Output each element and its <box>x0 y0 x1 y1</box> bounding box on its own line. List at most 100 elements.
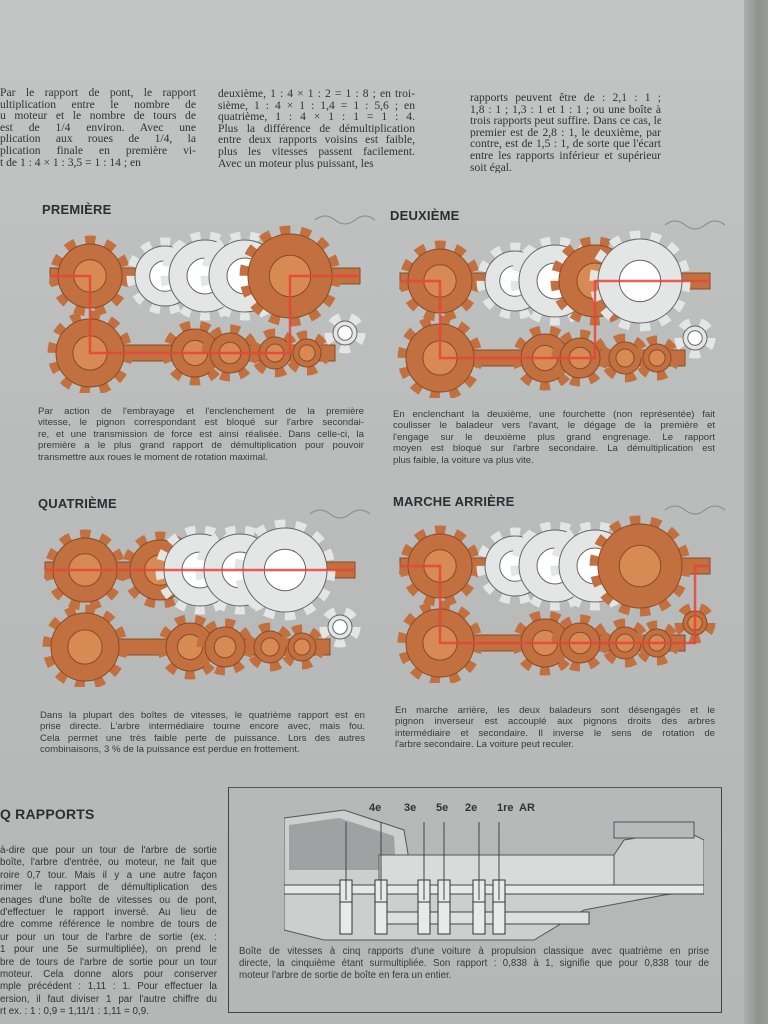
caption-quatrieme: Dans la plupart des boîtes de vitesses, … <box>40 710 365 756</box>
text-line: directe, la cinquième étant surmultiplié… <box>239 958 709 969</box>
text-line: prise directe. L'arbre intermédiaire tou… <box>40 721 365 733</box>
text-line: 1 pour une 5e surmultipliée), on prend l… <box>0 944 217 956</box>
text-line: intermédiaire et secondaire. Il inverse … <box>395 727 715 739</box>
text-line: soit égal. <box>470 161 512 174</box>
motion-arrow <box>664 505 726 515</box>
gearbox-gear <box>339 901 353 935</box>
gear-teeth <box>674 317 716 359</box>
text-line: ur pour un tour de l'arbre de sortie (ex… <box>0 931 217 943</box>
heading-marche-arriere: MARCHE ARRIÈRE <box>393 494 515 509</box>
text-line: Par action de l'embrayage et l'enclenche… <box>38 406 364 417</box>
text-line: quatrième, 1 : 4 × 1 : 1 = 1 : 4. <box>218 111 415 123</box>
text-line: Cela permet une très faible perte de pui… <box>40 732 365 744</box>
gearbox-gear <box>492 901 506 935</box>
text-line: contre, est de 1,5 : 1, de sorte que l'é… <box>470 138 661 150</box>
text-line: entre les rapports inférieur et supérieu… <box>470 149 661 162</box>
text-line: trois rapports peut suffire. Dans ce cas… <box>470 115 661 127</box>
text-line: coulisser le baladeur vers l'avant, le d… <box>393 420 715 432</box>
heading-premiere: PREMIÈRE <box>42 202 112 217</box>
text-line: moteur. Cela donne alors pour conserver <box>0 969 217 981</box>
text-line: En enclenchant la deuxième, une fourchet… <box>393 409 715 420</box>
text-line: première a le plus grand rapport de dému… <box>38 440 364 452</box>
gear-hub <box>648 349 666 367</box>
gear-hub <box>618 544 662 588</box>
text-line: plication aux roues de 1/4, la <box>0 133 196 145</box>
gear-hub <box>337 325 353 341</box>
text-line: plus les vitesses passent facilement. <box>218 145 415 158</box>
gear-position-label: 2e <box>465 802 478 814</box>
section-title: Q RAPPORTS <box>0 806 95 822</box>
text-line: ersion, il faut diviser 1 par l'autre ch… <box>0 993 217 1005</box>
text-line: 1,8 : 1 ; 1,3 : 1 et 1 : 1 ; ou une boît… <box>470 103 661 116</box>
caption-deuxieme: En enclenchant la deuxième, une fourchet… <box>393 409 715 466</box>
heading-deuxieme: DEUXIÈME <box>390 208 460 223</box>
text-line: rapports peuvent être de : 2,1 : 1 ; <box>470 92 661 104</box>
gear-hub <box>615 348 635 368</box>
gear-position-label: 4e <box>369 802 382 814</box>
diagram-quatrieme <box>42 509 371 687</box>
gear-position-label: 1re <box>497 802 514 814</box>
gear-hub <box>260 637 280 657</box>
text-line: rt ex. : 1 : 0,9 = 1,11/1 : 1,11 = 0,9. <box>0 1006 149 1018</box>
gear-position-label: AR <box>519 802 535 814</box>
heading-quatrieme: QUATRIÈME <box>38 496 117 511</box>
text-line: l'arbre secondaire. La voiture peut recu… <box>395 739 574 751</box>
gear-teeth <box>551 329 609 387</box>
power-flow-line <box>400 279 710 360</box>
diagram-premiere <box>47 215 376 393</box>
gear-hub <box>293 638 311 656</box>
gear-teeth <box>279 624 325 670</box>
caption-premiere: Par action de l'embrayage et l'enclenche… <box>38 406 364 463</box>
motion-arrow <box>664 220 726 230</box>
text-line: mple précédent : 1,11 : 1. Pour effectue… <box>0 981 217 993</box>
power-flow-line <box>400 564 710 645</box>
gearbox-gear <box>472 901 486 935</box>
text-line: sième, 1 : 4 × 1 : 1,4 = 1 : 5,6 ; en <box>218 99 415 112</box>
text-line: moyen est bloqué sur l'arbre secondaire.… <box>393 443 715 455</box>
gearbox-cutaway-drawing <box>284 809 704 941</box>
gear-hub <box>687 330 703 346</box>
text-line: u moteur et le nombre de tours de <box>0 110 196 122</box>
text-line: re, et une transmission de force est ain… <box>38 428 364 440</box>
motion-arrow <box>314 215 376 225</box>
text-line: premier est de 2,8 : 1, le deuxième, par <box>470 126 661 139</box>
gear-teeth <box>634 335 680 381</box>
text-line: En marche arrière, les deux baladeurs so… <box>395 705 715 716</box>
gear-hub <box>213 635 237 659</box>
section-body: à-dire que pour un tour de l'arbre de so… <box>0 845 217 1019</box>
gear-teeth <box>42 604 128 687</box>
text-line: entre deux rapports voisins est faible, <box>218 134 415 146</box>
text-line: Boîte de vitesses à cinq rapports d'une … <box>239 946 709 957</box>
gearbox-gear <box>374 901 388 935</box>
text-line: Plus la différence de démultiplication <box>218 122 415 135</box>
gearbox-figure: 4e 3e 5e 2e 1re AR Boîte de vitesses à cinq r… <box>228 787 722 1013</box>
text-line: combinaisons, 3 % de la puissance est pe… <box>40 744 300 756</box>
gear-position-label: 3e <box>404 802 417 814</box>
text-line: enages d'une boîte de vitesses ou de pon… <box>0 894 217 906</box>
text-line: à-dire que pour un tour de l'arbre de so… <box>0 845 217 856</box>
intro-column-2: deuxième, 1 : 4 × 1 : 2 = 1 : 8 ; en tro… <box>218 88 415 169</box>
gear-teeth <box>196 618 254 676</box>
text-line: pignon inverseur est accouplé aux pignon… <box>395 716 715 728</box>
motion-arrow <box>309 509 371 519</box>
gear-position-label: 5e <box>436 802 449 814</box>
text-line: deuxième, 1 : 4 × 1 : 2 = 1 : 8 ; en tro… <box>218 88 415 100</box>
text-line: plication finale en première vi- <box>0 144 196 157</box>
gear-teeth <box>324 312 366 354</box>
gearbox-gear <box>437 901 451 935</box>
text-line: transmettre aux roues le moment de rotat… <box>38 451 268 463</box>
gear-teeth <box>284 330 330 376</box>
gear-hub <box>332 619 348 635</box>
text-line: Avec un moteur plus puissant, les <box>218 157 374 170</box>
gear-hub <box>298 344 316 362</box>
text-line: roire 0,7 tour. Mais il y a une autre fa… <box>0 869 217 881</box>
gear-teeth <box>319 606 361 648</box>
text-line: ultiplication entre le nombre de <box>0 98 196 111</box>
text-line: t de 1 : 4 × 1 : 3,5 = 1 : 14 ; en <box>0 156 141 169</box>
text-line: rimer le rapport de démultiplication des <box>0 882 217 894</box>
intro-column-3: rapports peuvent être de : 2,1 : 1 ;1,8 … <box>470 92 661 173</box>
text-line: bre de tours de l'arbre de sortie pour u… <box>0 956 217 968</box>
text-line: plus faible, la voiture va plus vite. <box>393 454 534 466</box>
power-flow-line <box>50 274 360 355</box>
